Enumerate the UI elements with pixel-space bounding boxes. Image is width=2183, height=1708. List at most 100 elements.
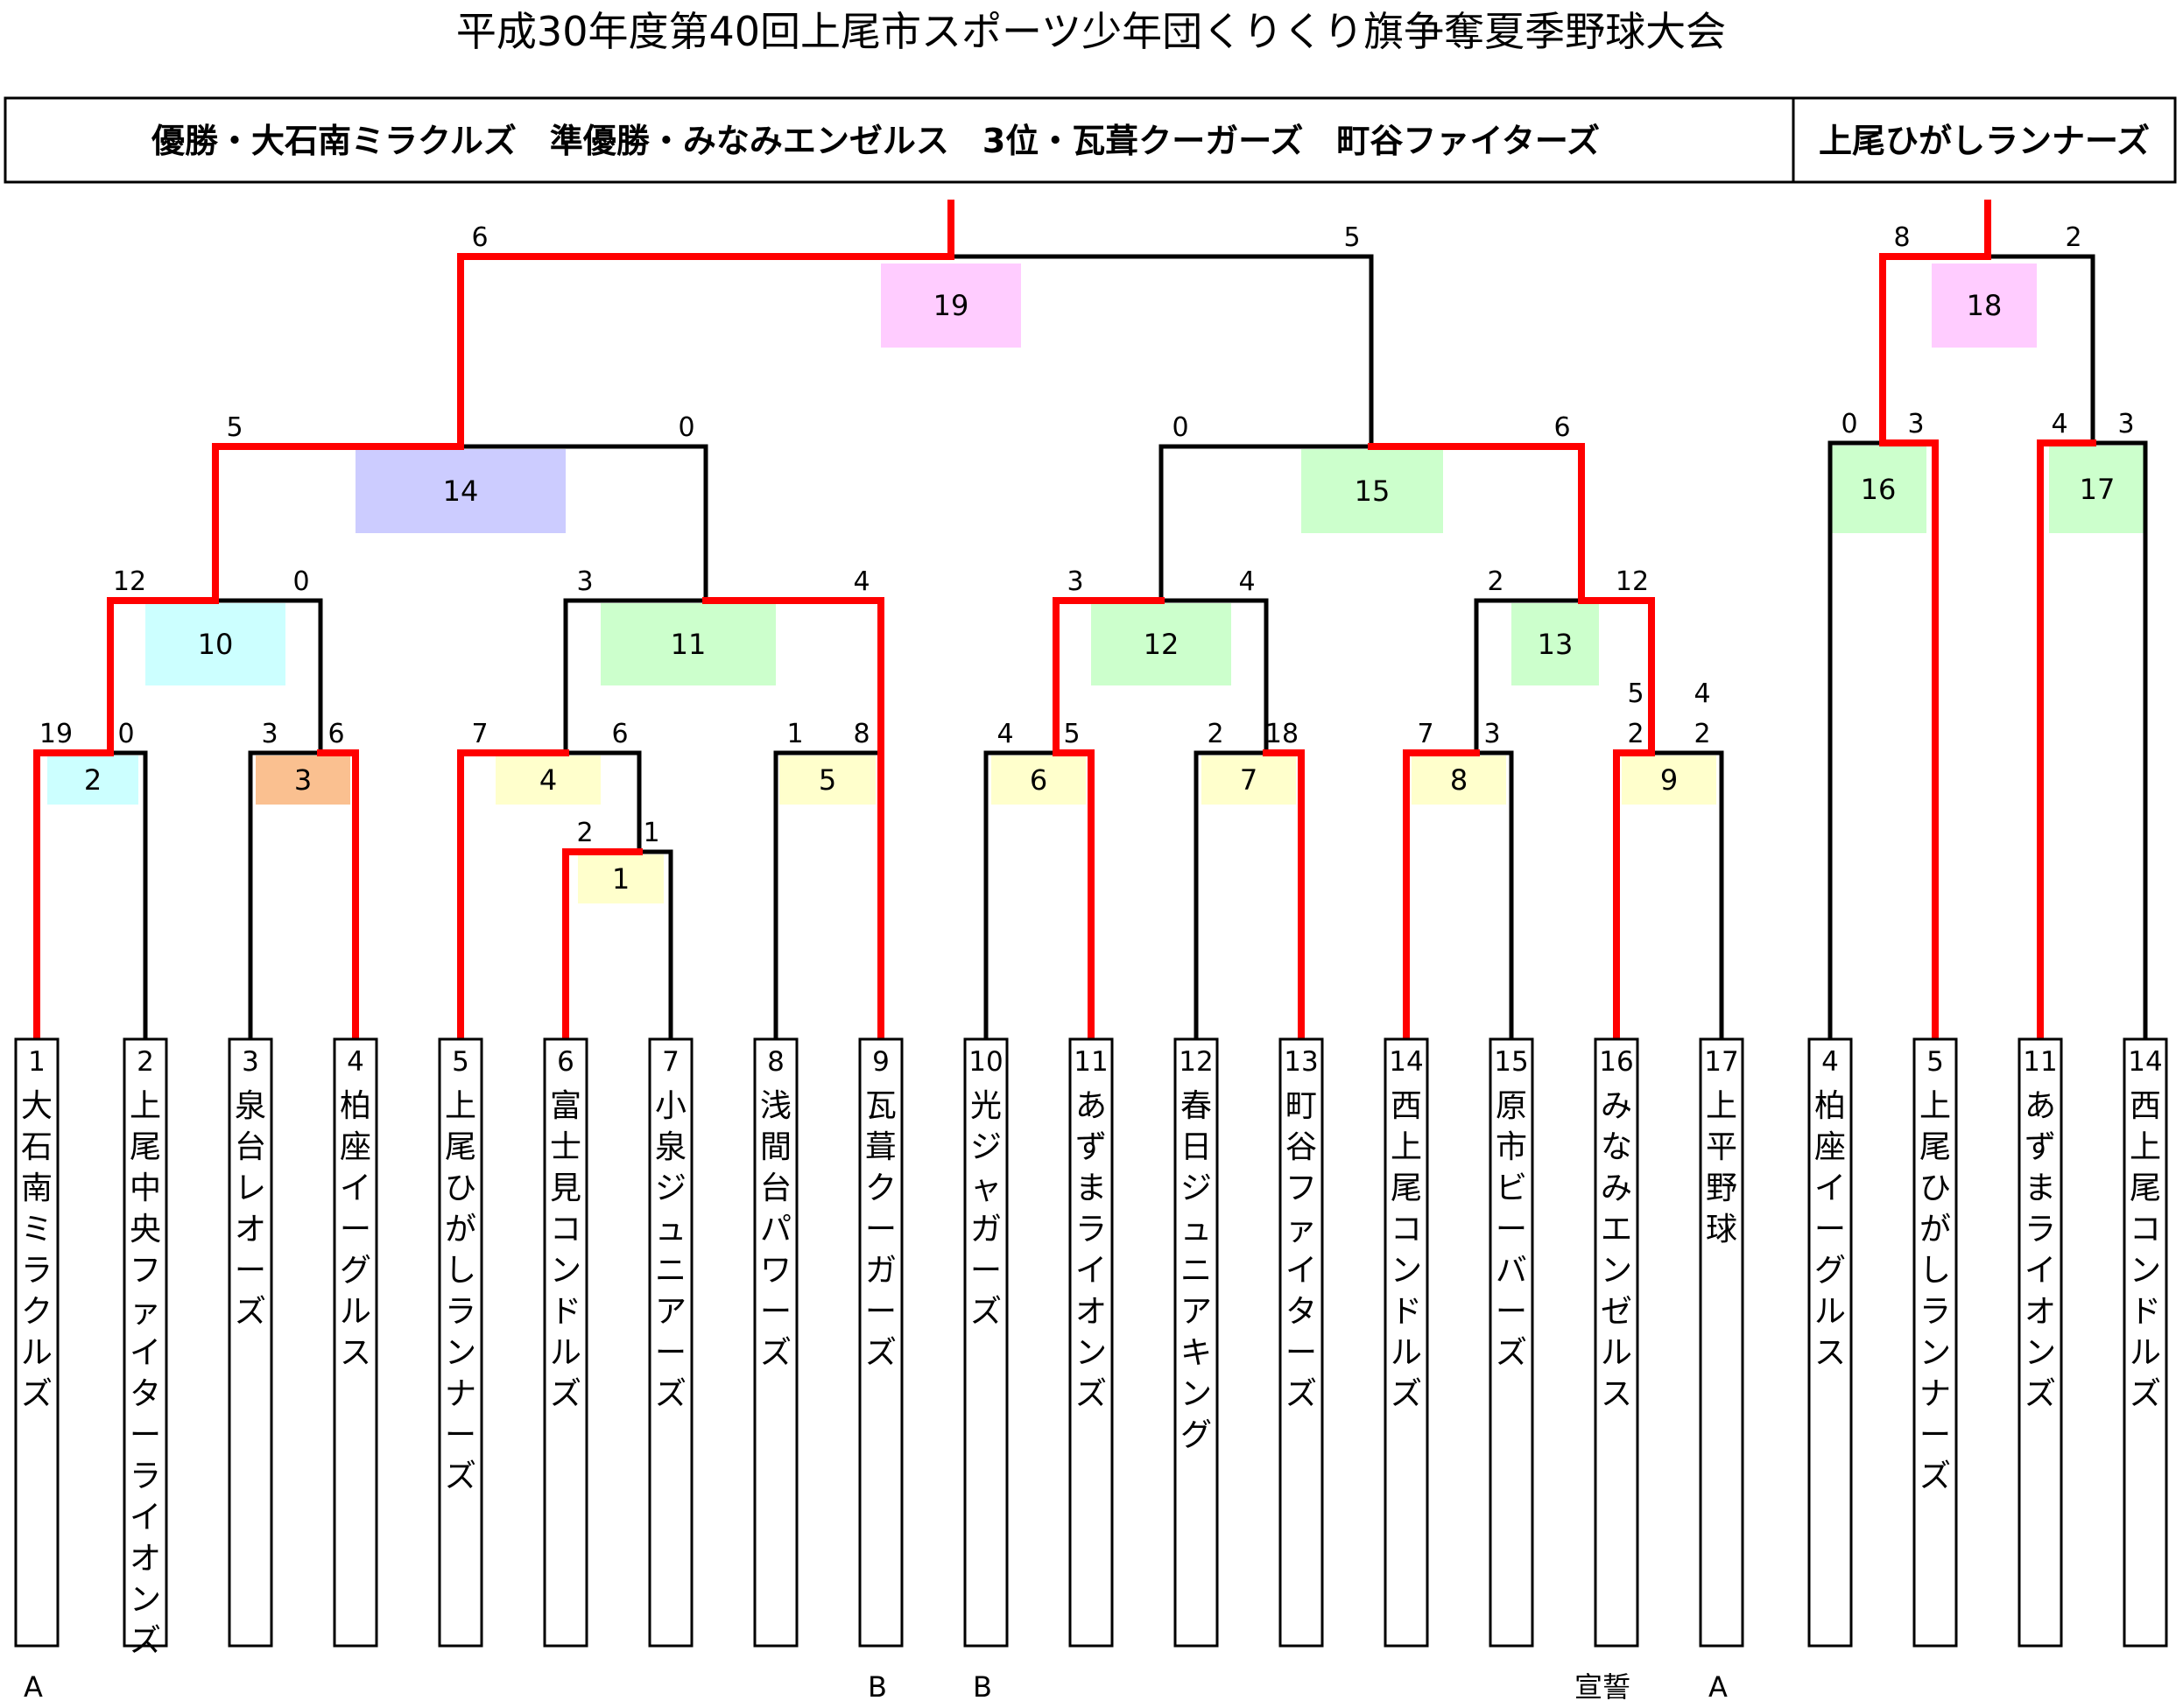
team-box[interactable] bbox=[1173, 1037, 1219, 1648]
team-number: 13 bbox=[1284, 1046, 1318, 1078]
game-number: 1 bbox=[612, 862, 630, 896]
team-number: 14 bbox=[1389, 1046, 1423, 1078]
team-box[interactable] bbox=[1278, 1037, 1324, 1648]
bracket-labels: 1 大石南ミラクルズ 2 上尾中央ファイターライオンズ 3 泉台レオーズ 4 柏座イーグルス 5… bbox=[14, 222, 2168, 1704]
team-box[interactable] bbox=[1807, 1037, 1853, 1648]
team-box[interactable] bbox=[2018, 1037, 2063, 1648]
team-box[interactable] bbox=[1384, 1037, 1429, 1648]
left-score: 4 bbox=[996, 719, 1013, 749]
bracket-note: B bbox=[973, 1670, 992, 1704]
team-number: 17 bbox=[1704, 1046, 1738, 1078]
left-score: 3 bbox=[261, 719, 278, 749]
team-box[interactable] bbox=[228, 1037, 273, 1648]
team-number: 14 bbox=[2128, 1046, 2162, 1078]
team-box[interactable] bbox=[438, 1037, 483, 1648]
right-score: 5 bbox=[1343, 222, 1360, 253]
team-number: 3 bbox=[242, 1046, 259, 1078]
game-fill bbox=[47, 756, 138, 805]
game-number: 13 bbox=[1538, 628, 1574, 661]
results-banner: 優勝・大石南ミラクルズ 準優勝・みなみエンゼルス 3位・瓦葺クーガーズ 町谷ファ… bbox=[151, 122, 1600, 160]
team-name: 泉台レオーズ bbox=[235, 1088, 266, 1330]
game-fill bbox=[1412, 756, 1506, 805]
team-name: あずまライオンズ bbox=[1075, 1088, 1107, 1412]
game-number: 15 bbox=[1355, 474, 1391, 508]
left-score: 2 bbox=[576, 818, 593, 848]
team-box[interactable] bbox=[1912, 1037, 1958, 1648]
team-name: あずまライオンズ bbox=[2025, 1088, 2056, 1412]
right-score: 12 bbox=[1616, 566, 1649, 597]
left-score: 0 bbox=[1841, 409, 1857, 439]
team-number: 5 bbox=[1926, 1046, 1944, 1078]
game-number: 19 bbox=[933, 289, 969, 322]
team-box[interactable] bbox=[123, 1037, 168, 1648]
left-score: 8 bbox=[1893, 222, 1910, 253]
right-score: 4 bbox=[853, 566, 870, 597]
team-box[interactable] bbox=[963, 1037, 1009, 1648]
team-number: 1 bbox=[28, 1046, 46, 1078]
left-score: 2 bbox=[1207, 719, 1223, 749]
team-box[interactable] bbox=[858, 1037, 904, 1648]
right-score: 0 bbox=[117, 719, 134, 749]
right-score: 6 bbox=[327, 719, 344, 749]
game-number: 11 bbox=[671, 628, 707, 661]
game-number: 5 bbox=[819, 763, 836, 797]
right-score: 6 bbox=[611, 719, 628, 749]
game-number: 17 bbox=[2080, 473, 2116, 506]
game-fill bbox=[881, 264, 1021, 348]
left-score: 4 bbox=[2051, 409, 2067, 439]
team-number: 16 bbox=[1599, 1046, 1633, 1078]
left-score: 2 bbox=[1487, 566, 1503, 597]
bracket-note: A bbox=[24, 1670, 43, 1704]
team-name: 上尾中央ファイターライオンズ bbox=[130, 1088, 161, 1659]
team-box[interactable] bbox=[648, 1037, 694, 1648]
team-number: 11 bbox=[1074, 1046, 1108, 1078]
left-score: 0 bbox=[1172, 412, 1188, 443]
right-score-extra: 4 bbox=[1694, 678, 1710, 709]
team-box[interactable] bbox=[1068, 1037, 1114, 1648]
right-score: 3 bbox=[1907, 409, 1924, 439]
team-number: 2 bbox=[137, 1046, 154, 1078]
left-score: 2 bbox=[1627, 719, 1644, 749]
bracket-lines bbox=[33, 200, 2148, 1043]
right-score: 0 bbox=[678, 412, 694, 443]
game-fill bbox=[1622, 756, 1716, 805]
team-box[interactable] bbox=[543, 1037, 588, 1648]
game-fill bbox=[356, 449, 566, 533]
game-fill bbox=[1511, 603, 1599, 685]
team-box[interactable] bbox=[333, 1037, 378, 1648]
team-box[interactable] bbox=[1699, 1037, 1744, 1648]
team-box[interactable] bbox=[1594, 1037, 1639, 1648]
team-box[interactable] bbox=[753, 1037, 799, 1648]
team-number: 10 bbox=[968, 1046, 1003, 1078]
team-number: 9 bbox=[872, 1046, 890, 1078]
game-number: 10 bbox=[198, 628, 234, 661]
team-number: 5 bbox=[452, 1046, 469, 1078]
page-title: 平成30年度第40回上尾市スポーツ少年団くりくり旗争奪夏季野球大会 bbox=[456, 8, 1726, 55]
team-number: 7 bbox=[662, 1046, 680, 1078]
team-name: 大石南ミラクルズ bbox=[21, 1088, 53, 1412]
results-banner-box bbox=[4, 96, 1796, 184]
game-fills bbox=[47, 264, 2145, 903]
left-score: 3 bbox=[576, 566, 593, 597]
left-score-extra: 5 bbox=[1627, 678, 1644, 709]
game-number: 4 bbox=[539, 763, 557, 797]
team-box[interactable] bbox=[1489, 1037, 1534, 1648]
game-fill bbox=[256, 756, 350, 805]
game-fill bbox=[145, 603, 285, 685]
team-name: みなみエンゼルス bbox=[1601, 1088, 1632, 1412]
right-score: 18 bbox=[1265, 719, 1299, 749]
team-box[interactable] bbox=[2123, 1037, 2168, 1648]
right-score: 6 bbox=[1553, 412, 1570, 443]
game-fill bbox=[779, 756, 876, 805]
team-name: 柏座イーグルス bbox=[1814, 1088, 1846, 1371]
team-box[interactable] bbox=[14, 1037, 60, 1648]
team-name: 春日ジュニアキング bbox=[1180, 1088, 1212, 1453]
game-number: 16 bbox=[1861, 473, 1897, 506]
team-number: 6 bbox=[557, 1046, 574, 1078]
game-number: 8 bbox=[1450, 763, 1468, 797]
left-score: 7 bbox=[1417, 719, 1433, 749]
team-number: 15 bbox=[1494, 1046, 1528, 1078]
game-number: 12 bbox=[1144, 628, 1180, 661]
game-fill bbox=[601, 603, 776, 685]
